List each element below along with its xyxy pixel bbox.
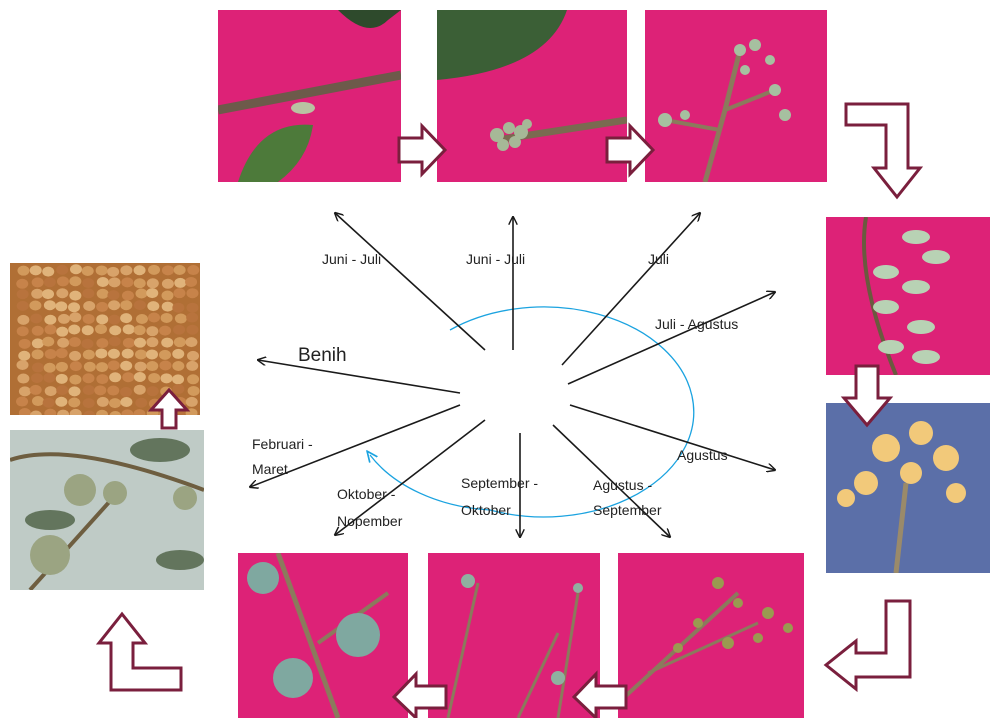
block-arrow-9: [151, 390, 187, 428]
block-arrow-4: [844, 366, 890, 425]
block-arrow-7: [574, 674, 626, 718]
label-juni-juli-mid: Juni - Juli: [466, 251, 525, 267]
block-arrow-6: [394, 674, 446, 718]
block-arrow-1: [399, 126, 445, 174]
block-arrow-2: [607, 126, 653, 174]
block-arrow-3: [846, 104, 920, 197]
block-arrow-8: [99, 614, 181, 690]
label-juli: Juli: [648, 251, 669, 267]
label-benih: Benih: [298, 345, 347, 366]
label-juli-agustus: Juli - Agustus: [655, 316, 738, 332]
label-agustus: Agustus: [677, 447, 728, 463]
label-agustus-september: Agustus - September: [593, 477, 662, 518]
label-februari-maret: Februari - Maret: [252, 436, 317, 477]
ray-agustus: [570, 405, 775, 470]
ray-juli-agustus: [568, 292, 775, 384]
label-september-oktober: September - Oktober: [461, 475, 542, 518]
ray-juni-juli-left: [335, 213, 485, 350]
label-juni-juli-left: Juni - Juli: [322, 251, 381, 267]
ray-juli: [562, 213, 700, 365]
block-arrow-5: [826, 601, 910, 689]
ray-benih: [258, 360, 460, 393]
